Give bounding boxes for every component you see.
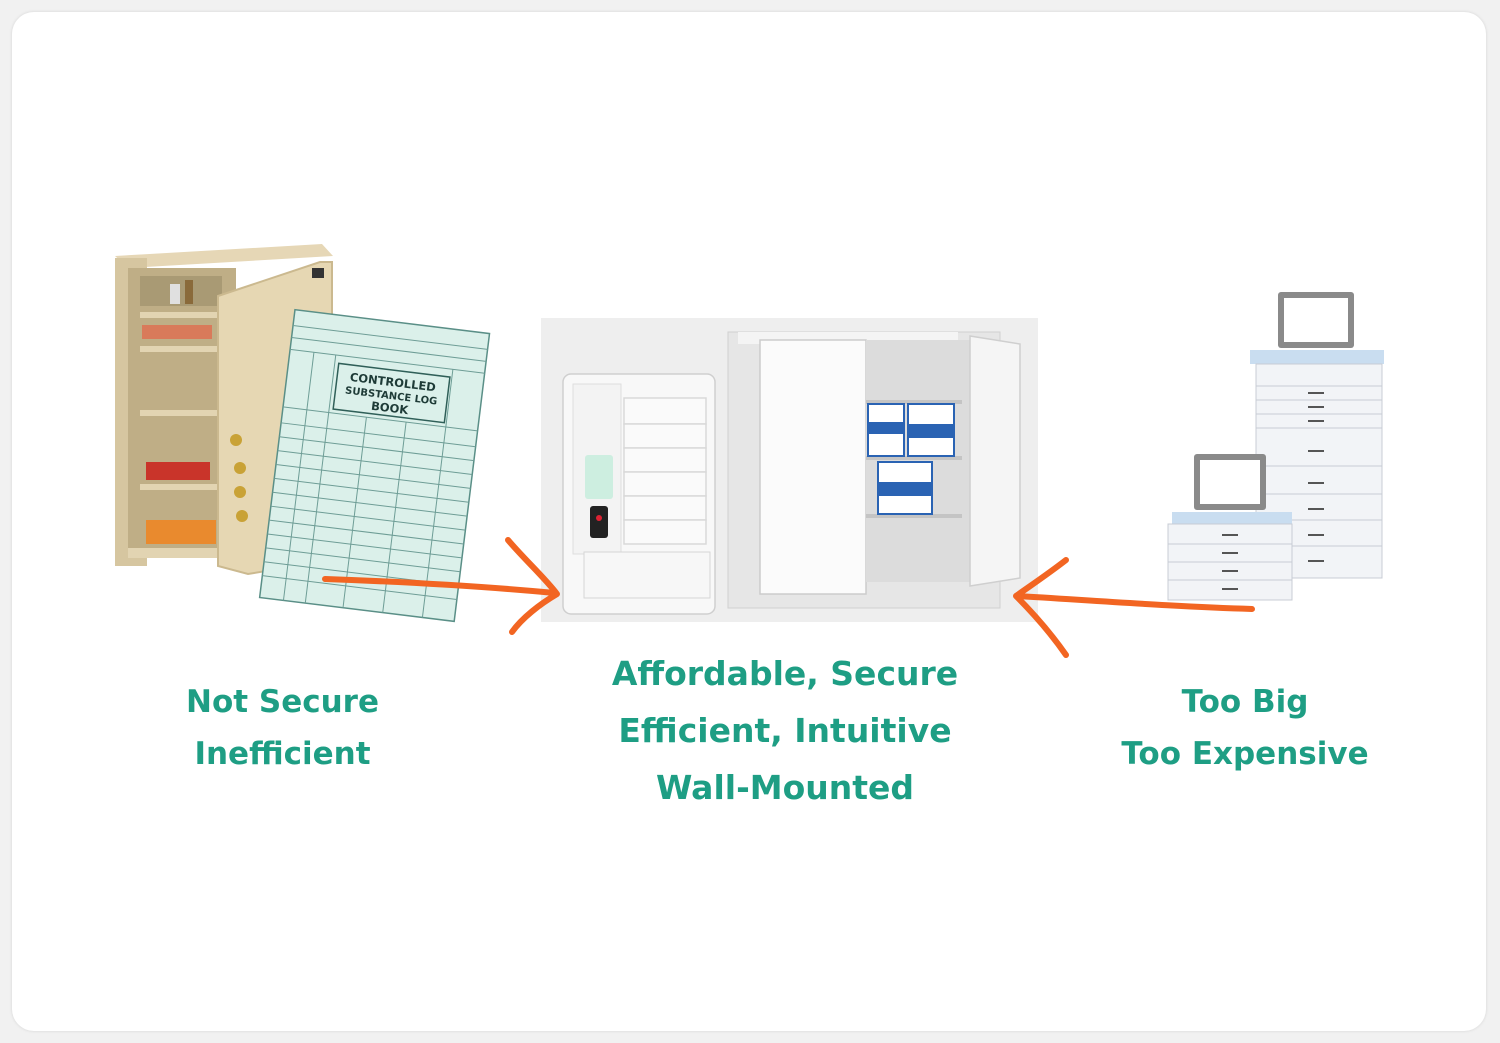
svg-text:BOOK: BOOK (370, 399, 410, 418)
caption-center: Affordable, Secure Efficient, Intuitive … (570, 645, 1000, 816)
caption-left: Not Secure Inefficient (160, 676, 405, 780)
arrow-left-icon (322, 537, 560, 635)
dispensing-cabinet-icon (1167, 292, 1384, 601)
caption-right: Too Big Too Expensive (1095, 676, 1395, 780)
caption-left-line1: Not Secure (186, 684, 379, 720)
caption-right-line2: Too Expensive (1121, 736, 1369, 772)
arrow-right-icon (1013, 557, 1255, 658)
logbook-icon: CONTROLLED SUBSTANCE LOG BOOK (258, 308, 491, 623)
caption-right-line1: Too Big (1181, 684, 1309, 720)
caption-center-line3: Wall-Mounted (655, 768, 915, 807)
caption-left-line2: Inefficient (194, 736, 371, 772)
caption-center-line1: Affordable, Secure (611, 654, 959, 693)
caption-center-line2: Efficient, Intuitive (618, 711, 952, 750)
smart-cabinet-icon (541, 318, 1038, 622)
